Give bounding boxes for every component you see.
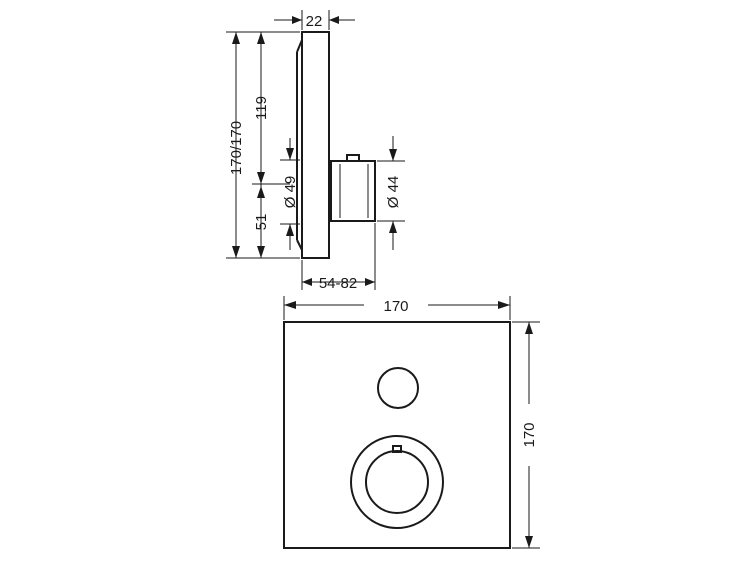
dim-front-height: 170 (512, 321, 540, 549)
dim-diameter-44: Ø 44 (377, 136, 405, 250)
side-view: 22 170/170 119 51 (226, 10, 405, 292)
dim-front-width-label: 170 (383, 298, 408, 315)
side-plate-top-bevel (296, 39, 303, 53)
dim-install-depth: 54-82 (301, 223, 376, 292)
thermostat-knob-outer (350, 435, 444, 529)
side-plate (301, 31, 330, 259)
dim-upper-height-label: 119 (253, 96, 270, 120)
dim-front-width: 170 (283, 296, 511, 320)
dim-depth-22-label: 22 (306, 13, 323, 30)
front-view: 170 170 (283, 296, 540, 549)
dim-depth-22: 22 (274, 10, 355, 30)
thermostat-knob-inner (365, 450, 429, 514)
dim-front-height-label: 170 (521, 422, 538, 447)
dim-diameter-44-label: Ø 44 (385, 176, 402, 209)
side-plate-bottom-bevel (296, 239, 303, 251)
front-plate (283, 321, 511, 549)
dim-lower-height: 51 (252, 183, 290, 258)
dim-diameter-49-label: Ø 49 (282, 176, 299, 209)
dim-upper-height: 119 (253, 32, 270, 184)
dim-install-depth-label: 54-82 (319, 275, 357, 292)
thermostat-knob-marker (392, 445, 402, 453)
dim-total-height-label: 170/170 (228, 121, 245, 175)
dim-total-height: 170/170 (228, 32, 245, 258)
push-button (377, 367, 419, 409)
dim-diameter-49: Ø 49 (280, 138, 300, 250)
dim-lower-height-label: 51 (253, 214, 270, 231)
side-knob-tab (346, 154, 360, 162)
